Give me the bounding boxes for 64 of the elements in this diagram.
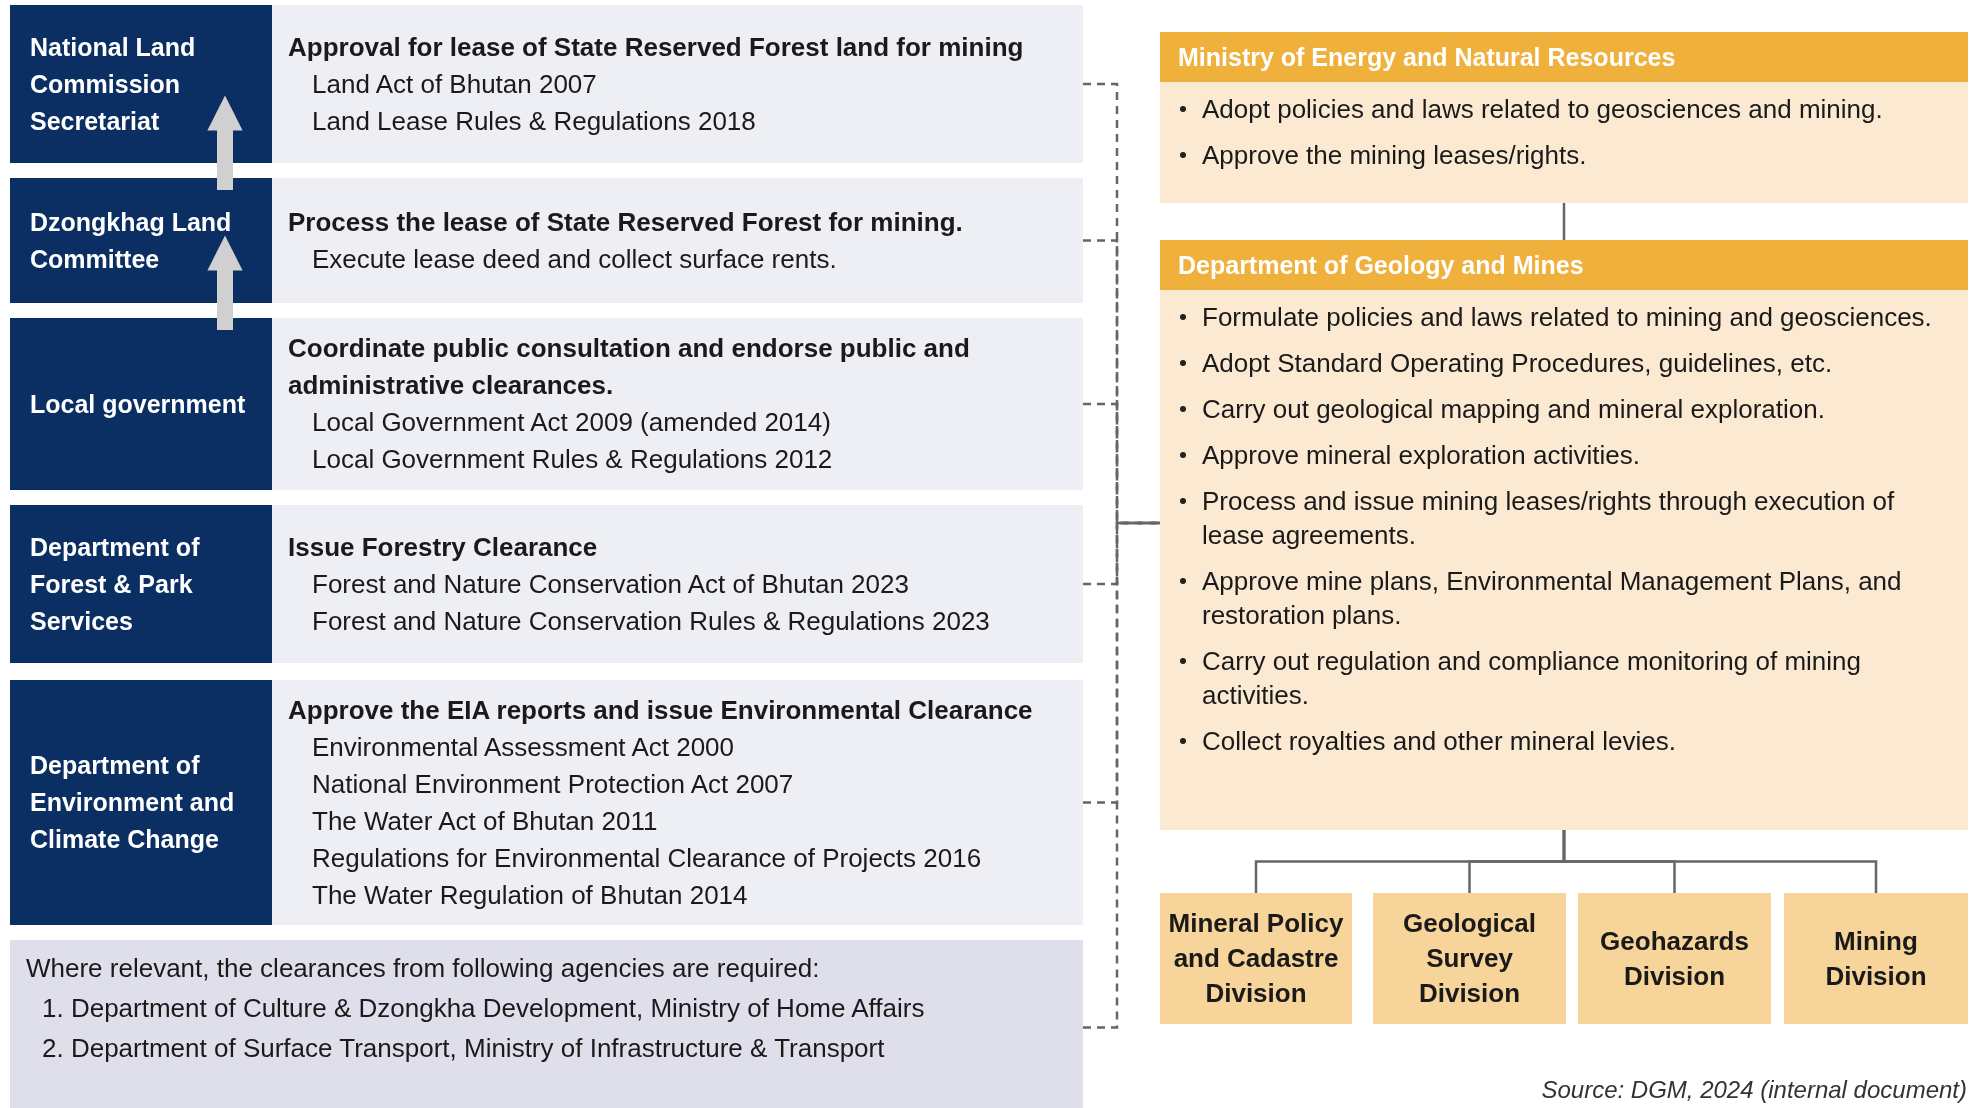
bullet-item: Carry out regulation and compliance monitoring of mining activities. <box>1166 644 1956 712</box>
legal-reference: The Water Act of Bhutan 2011 <box>311 804 659 838</box>
block-arrow <box>207 235 243 330</box>
connector-line <box>1562 203 1566 240</box>
header-bar: Department of Geology and Mines <box>1160 240 1968 290</box>
description-panel <box>272 5 1083 163</box>
legal-reference: Local Government Rules & Regulations 2012 <box>311 443 834 476</box>
legal-reference: Execute lease deed and collect surface rents. <box>311 242 838 276</box>
description-panel <box>272 178 1083 303</box>
division-name: Mining Division <box>1824 924 1928 993</box>
note-text: Where relevant, the clearances from following agencies are required: <box>26 952 821 985</box>
bullet-item: Adopt Standard Operating Procedures, guidelines, etc. <box>1166 346 1956 380</box>
panel-heading: Approve the EIA reports and issue Environmental Clearance <box>288 693 1034 727</box>
list-item: 1. Department of Culture & Dzongkha Development, Ministry of Home Affairs <box>41 992 926 1025</box>
legal-reference: The Water Regulation of Bhutan 2014 <box>311 878 749 912</box>
panel-heading: Process the lease of State Reserved Forest for mining. <box>288 205 964 239</box>
legal-reference: Forest and Nature Conservation Act of Bhutan 2023 <box>311 567 910 601</box>
legal-reference: National Environment Protection Act 2007 <box>311 767 795 801</box>
legal-reference: Regulations for Environmental Clearance of Projects 2016 <box>311 841 983 875</box>
panel-heading: Issue Forestry Clearance <box>288 530 599 564</box>
agency-name: Department of Environment and Climate Change <box>30 750 236 855</box>
agency-box <box>10 178 272 303</box>
organization-box <box>1160 32 1968 203</box>
bullet-item: Approve mine plans, Environmental Management Plans, and restoration plans. <box>1166 564 1956 632</box>
legal-reference: Environmental Assessment Act 2000 <box>311 730 735 764</box>
agency-name: Local government <box>30 388 246 420</box>
block-arrow <box>207 95 243 190</box>
division-box <box>1373 893 1566 1024</box>
connector-line <box>1562 830 1878 893</box>
agency-name: Dzongkhag Land Committee <box>30 206 233 275</box>
division-box <box>1578 893 1771 1024</box>
agency-name: National Land Commission Secretariat <box>30 31 197 137</box>
legal-reference: Forest and Nature Conservation Rules & Regulations 2023 <box>311 604 991 638</box>
bullet-item: Carry out geological mapping and mineral exploration. <box>1166 392 1956 426</box>
note-panel <box>10 940 1083 1108</box>
bullet-item: Approve the mining leases/rights. <box>1166 138 1956 172</box>
panel-heading: Approval for lease of State Reserved Forest land for mining <box>288 30 1025 64</box>
organization-box <box>1160 240 1968 830</box>
dashed-connector <box>1083 521 1160 1029</box>
bullet-item: Collect royalties and other mineral levies. <box>1166 724 1956 758</box>
bullet-item: Process and issue mining leases/rights through execution of lease agreements. <box>1166 484 1956 552</box>
source-caption: Source: DGM, 2024 (internal document) <box>1541 1076 1967 1104</box>
division-name: Geological Survey Division <box>1402 907 1537 1010</box>
description-panel <box>272 680 1083 925</box>
header-bar: Ministry of Energy and Natural Resources <box>1160 32 1968 82</box>
bullet-item: Adopt policies and laws related to geosciences and mining. <box>1166 92 1956 126</box>
agency-box <box>10 318 272 490</box>
division-box <box>1784 893 1968 1024</box>
agency-box <box>10 680 272 925</box>
division-name: Mineral Policy and Cadastre Division <box>1168 907 1344 1010</box>
agency-name: Department of Forest & Park Services <box>30 531 201 637</box>
legal-reference: Local Government Act 2009 (amended 2014) <box>311 406 832 439</box>
legal-reference: Land Act of Bhutan 2007 <box>311 67 598 101</box>
description-panel <box>272 505 1083 663</box>
bullet-item: Approve mineral exploration activities. <box>1166 438 1956 472</box>
division-name: Geohazards Division <box>1599 924 1750 993</box>
bullet-item: Formulate policies and laws related to mining and geosciences. <box>1166 300 1956 334</box>
description-panel <box>272 318 1083 490</box>
panel-heading: Coordinate public consultation and endorse public and administrative clearances. <box>288 332 971 402</box>
agency-box <box>10 505 272 663</box>
division-box <box>1160 893 1352 1024</box>
list-item: 2. Department of Surface Transport, Ministry of Infrastructure & Transport <box>41 1032 886 1065</box>
legal-reference: Land Lease Rules & Regulations 2018 <box>311 104 757 138</box>
agency-box <box>10 5 272 163</box>
